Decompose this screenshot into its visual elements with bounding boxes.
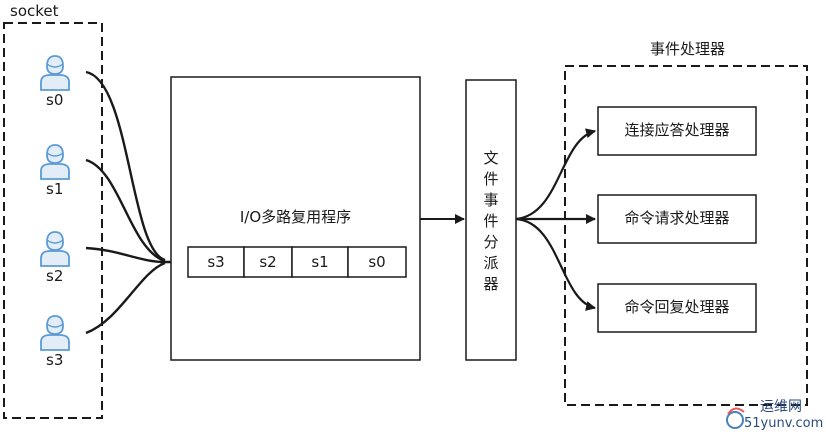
dispatcher-label: 文 件 事 件 分 派 器: [466, 148, 516, 295]
handler-box-reply: [597, 283, 757, 333]
user-icon: [40, 55, 70, 91]
watermark-logo-icon: [726, 407, 745, 429]
handler-label-request: 命令请求处理器: [624, 209, 730, 227]
connector-reply: [515, 217, 596, 311]
connector-s1: [85, 158, 166, 263]
connector-s0: [85, 70, 166, 262]
io-multiplexer-title: I/O多路复用程序: [239, 208, 352, 226]
handlers-group-frame: [564, 65, 808, 406]
dispatcher-char: 文: [483, 149, 499, 167]
handlers-group-title: 事件处理器: [650, 40, 726, 58]
watermark-line2: 51yunv.com: [744, 416, 824, 431]
dispatcher-char: 派: [483, 254, 499, 272]
queue-label: s0: [368, 253, 386, 271]
user-icon: [40, 144, 70, 180]
socket-label-s1: s1: [46, 180, 64, 198]
socket-group-frame: [3, 22, 103, 419]
socket-connectors: [85, 70, 186, 335]
dispatcher-box: [465, 79, 517, 361]
user-icon: [40, 231, 70, 267]
handler-box-accept: [597, 106, 757, 156]
dispatcher-char: 件: [483, 170, 499, 188]
handler-connectors: [515, 128, 596, 311]
handler-label-accept: 连接应答处理器: [624, 121, 730, 139]
queue-label: s1: [311, 253, 329, 271]
connector-s3: [85, 261, 166, 335]
socket-queue: [187, 246, 407, 278]
socket-label-s2: s2: [46, 267, 64, 285]
handler-box-request: [597, 194, 757, 244]
dispatcher-char: 器: [483, 275, 499, 293]
dispatcher-char: 件: [483, 212, 499, 230]
connector-accept: [515, 128, 596, 221]
dispatcher-char: 事: [483, 191, 499, 209]
io-multiplexer-box: [170, 76, 421, 361]
socket-label-s0: s0: [46, 91, 64, 109]
queue-cell: [291, 246, 349, 278]
queue-label: s2: [259, 253, 277, 271]
connector-s2: [85, 246, 166, 264]
watermark-line1: 运维网: [760, 399, 802, 415]
queue-cell: [347, 246, 407, 278]
dispatcher-char: 分: [483, 233, 499, 251]
user-icon: [40, 315, 70, 351]
handler-label-reply: 命令回复处理器: [624, 298, 730, 316]
socket-label-s3: s3: [46, 351, 64, 369]
queue-label: s3: [207, 253, 225, 271]
socket-group-title: socket: [10, 2, 59, 20]
